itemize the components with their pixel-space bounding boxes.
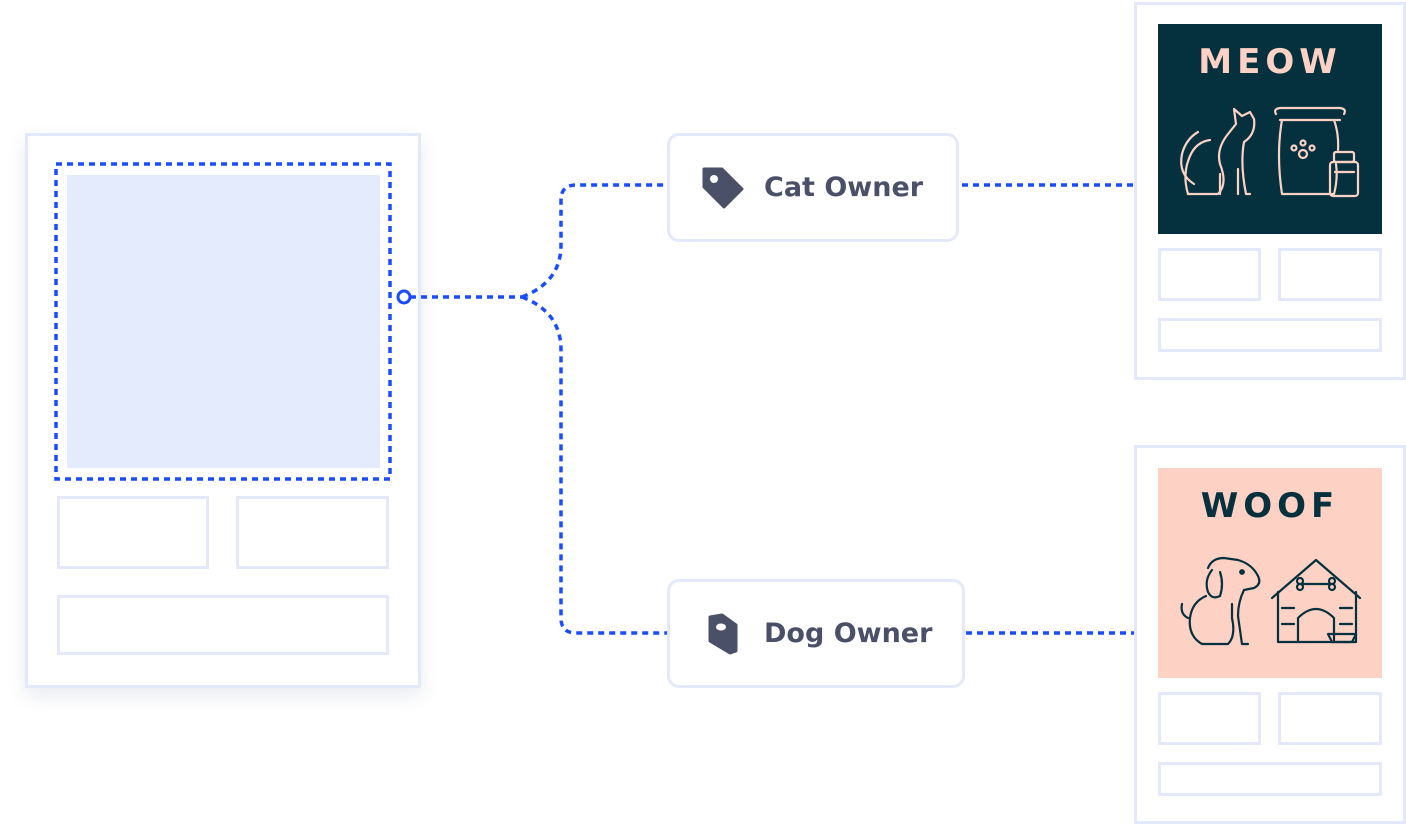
cat-slot-wide: [1158, 318, 1382, 352]
dog-slot-right: [1278, 692, 1382, 745]
meow-banner[interactable]: MEOW: [1158, 24, 1382, 234]
source-slot-left: [57, 496, 209, 569]
connector-handle[interactable]: [396, 289, 412, 305]
cat-icon: [1180, 107, 1256, 196]
selection-outline: [54, 162, 392, 481]
cat-food-bag-icon: [1274, 106, 1360, 198]
dog-slot-wide: [1158, 762, 1382, 796]
connector-branch-cat: [521, 183, 668, 299]
dog-owner-tag-label: Dog Owner: [764, 618, 933, 649]
cat-slot-left: [1158, 248, 1261, 301]
tag-icon: [700, 611, 746, 657]
hero-image-placeholder[interactable]: [67, 175, 380, 468]
source-slot-wide: [57, 595, 389, 655]
dog-owner-tag[interactable]: Dog Owner: [667, 579, 965, 688]
cat-owner-tag-label: Cat Owner: [764, 172, 924, 203]
meow-banner-title: MEOW: [1198, 42, 1342, 82]
woof-banner[interactable]: WOOF: [1158, 468, 1382, 678]
dog-house-icon: [1270, 558, 1362, 644]
connector-branch-dog: [521, 295, 668, 635]
tag-icon: [700, 165, 746, 211]
source-slot-right: [236, 496, 389, 569]
cat-slot-right: [1278, 248, 1382, 301]
dog-slot-left: [1158, 692, 1261, 745]
dog-icon: [1180, 556, 1261, 646]
cat-owner-tag[interactable]: Cat Owner: [667, 133, 959, 242]
woof-banner-title: WOOF: [1200, 486, 1340, 526]
